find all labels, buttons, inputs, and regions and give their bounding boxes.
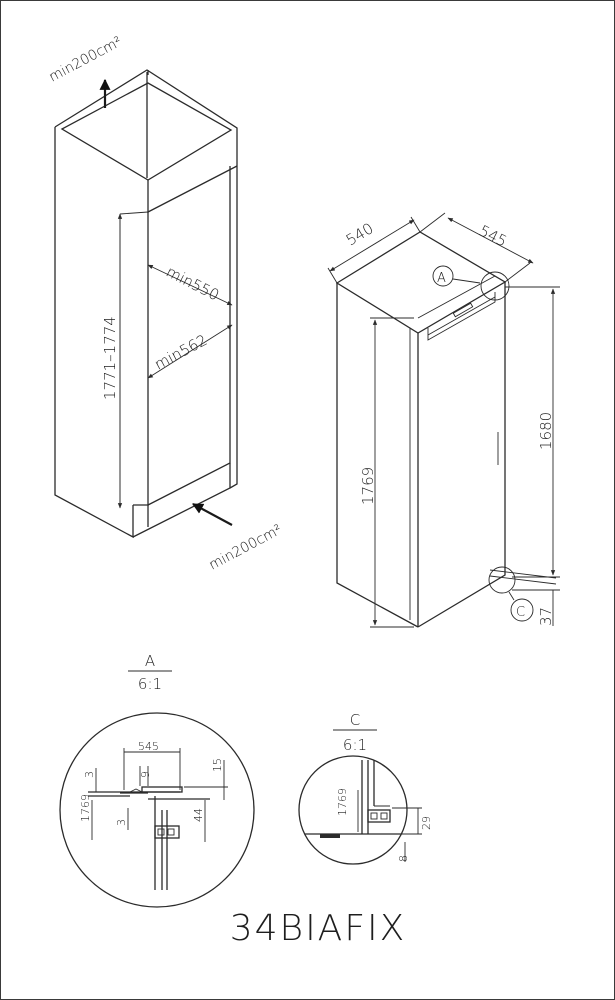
detail-a-scale: 6:1 (138, 675, 162, 693)
detail-a-1769: 1769 (79, 794, 92, 822)
detail-c: C 6:1 (298, 711, 422, 865)
detail-c-title: C (350, 711, 360, 729)
detail-a-3-bottom: 3 (115, 819, 128, 826)
callout-a-marker: A (437, 271, 446, 286)
detail-a-545: 545 (138, 740, 159, 753)
niche-depth-label: min550 (163, 263, 222, 305)
detail-c-29: 29 (420, 816, 433, 830)
detail-a-title: A (145, 652, 155, 670)
model-name: 34BIAFIX (230, 908, 407, 949)
callout-c-marker: C (516, 605, 525, 620)
niche-vent-top-label: min200cm² (46, 34, 124, 86)
appliance-unit (327, 212, 560, 628)
appliance-depth-label: 545 (476, 222, 510, 251)
detail-a-15: 15 (211, 758, 224, 772)
appliance-height-label: 1769 (359, 467, 377, 505)
detail-c-1769: 1769 (336, 788, 349, 816)
detail-a-3-top: 3 (83, 771, 96, 778)
niche-cabinet (54, 69, 238, 539)
appliance-bottom-gap-label: 37 (537, 607, 555, 626)
niche-width-label: min562 (151, 331, 210, 374)
detail-c-scale: 6:1 (343, 736, 367, 754)
niche-vent-bottom-label: min200cm² (206, 522, 284, 574)
niche-height-label: 1771–1774 (101, 316, 119, 400)
appliance-door-height-label: 1680 (537, 412, 555, 450)
detail-c-8: 8 (397, 855, 410, 862)
detail-a: A 6:1 (59, 652, 255, 908)
detail-a-44: 44 (192, 808, 205, 822)
detail-a-9: 9 (139, 771, 152, 778)
appliance-width-label: 540 (343, 219, 377, 249)
